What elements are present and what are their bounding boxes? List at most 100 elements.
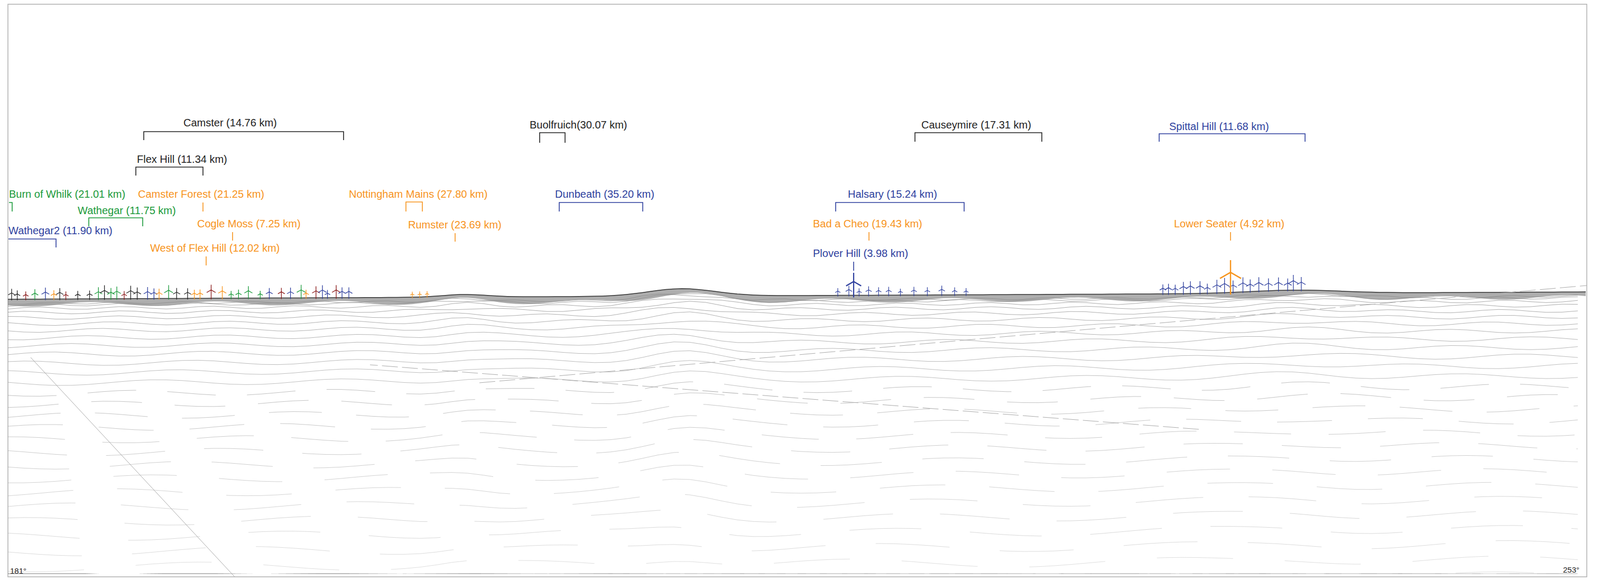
wire-line <box>7 540 1578 557</box>
turbine-blade <box>1297 281 1302 285</box>
turbine-blade <box>837 291 841 293</box>
turbine-blade <box>143 291 148 294</box>
bracket <box>539 132 566 143</box>
bracket <box>1159 133 1306 142</box>
turbine <box>913 290 914 297</box>
turbine-blade <box>331 289 337 293</box>
turbine <box>1168 287 1169 295</box>
turbine <box>16 293 18 301</box>
turbine-blade <box>194 292 198 295</box>
turbine-blade <box>155 292 160 295</box>
turbine <box>1258 282 1260 292</box>
turbine-blade <box>123 290 125 294</box>
turbine <box>1189 285 1191 295</box>
wind-farm-label: Buolfruich(30.07 km) <box>529 118 628 132</box>
turbine-blade <box>59 288 60 293</box>
turbine-blade <box>116 291 122 294</box>
turbine-blade <box>1168 287 1172 290</box>
turbine-blade <box>23 294 26 297</box>
turbine <box>341 291 342 299</box>
turbine-blade <box>45 291 50 294</box>
wind-farm-label: Spittal Hill (11.68 km) <box>1169 119 1270 133</box>
turbine <box>53 293 54 301</box>
turbine <box>1216 284 1218 294</box>
turbine-blade <box>1283 282 1288 285</box>
turbine-blade <box>1242 277 1244 283</box>
turbine-blade <box>193 289 195 294</box>
leader <box>205 256 207 266</box>
turbine-blade <box>853 281 862 286</box>
turbine-blade <box>218 290 223 293</box>
turbine <box>1278 282 1279 292</box>
wind-farm-label: Burn of Whilk (21.01 km) <box>8 187 126 201</box>
turbine-blade <box>848 285 849 290</box>
turbine-blade <box>228 293 231 296</box>
turbine-blade <box>104 284 105 291</box>
turbine-blade <box>176 291 181 294</box>
wire-line <box>7 301 1578 314</box>
turbine <box>153 292 155 300</box>
wind-farm-label: Nottingham Mains (27.80 km) <box>348 187 488 201</box>
turbine-blade <box>124 293 127 296</box>
turbine-blade <box>158 288 160 293</box>
turbine <box>1199 285 1201 295</box>
wind-farm-label: Flex Hill (11.34 km) <box>136 152 228 166</box>
turbine-blade <box>281 291 285 294</box>
turbine <box>147 291 149 300</box>
turbine-blade <box>417 293 420 295</box>
wire-line <box>7 573 1578 575</box>
turbine <box>1268 283 1269 292</box>
turbine-blade <box>1292 274 1294 281</box>
turbine-blade <box>31 292 35 295</box>
turbine-blade <box>312 290 317 293</box>
turbine-blade <box>238 289 239 293</box>
turbine <box>1206 287 1208 295</box>
turbine-blade <box>1230 272 1242 279</box>
turbine-blade <box>1237 282 1243 286</box>
turbine-blade <box>1293 280 1299 284</box>
turbine <box>238 292 239 300</box>
turbine-blade <box>951 290 955 292</box>
bracket <box>8 202 13 212</box>
turbine-blade <box>297 289 302 293</box>
turbine-symbols <box>7 260 1306 301</box>
turbine-blade <box>321 284 323 290</box>
wind-farm-label: Lower Seater (4.92 km) <box>1173 217 1285 230</box>
turbine-blade <box>187 292 191 295</box>
turbine-blade <box>1301 281 1306 285</box>
leader <box>232 232 234 241</box>
turbine-blade <box>335 284 337 290</box>
turbine-blade <box>34 292 39 295</box>
turbine-blade <box>856 291 860 293</box>
turbine-blade <box>130 285 132 291</box>
turbine-blade <box>318 290 323 293</box>
turbine <box>110 292 112 300</box>
turbine-blade <box>927 290 930 292</box>
turbine-blade <box>888 290 892 292</box>
turbine <box>260 293 261 300</box>
turbine-blade <box>325 292 328 295</box>
turbine <box>321 290 323 300</box>
turbine-blade <box>197 292 201 295</box>
turbine-blade <box>164 290 169 293</box>
turbine-blade <box>1250 279 1251 285</box>
wire-line <box>7 427 1578 443</box>
turbine-blade <box>41 291 46 294</box>
turbine-blade <box>257 293 261 296</box>
turbine-blade <box>1219 283 1225 286</box>
turbine-blade <box>34 289 35 293</box>
turbine-blade <box>924 290 928 292</box>
turbine <box>888 290 890 297</box>
wire-line <box>7 573 1578 575</box>
bracket <box>559 202 643 212</box>
wire-line <box>7 465 1578 483</box>
turbine-blade <box>341 287 342 292</box>
turbine <box>878 290 880 297</box>
wire-line <box>7 360 1578 376</box>
turbine-blade <box>206 289 211 293</box>
turbine-blade <box>1278 282 1283 285</box>
turbine-blade <box>86 293 90 296</box>
turbine <box>187 292 188 300</box>
turbine-blade <box>306 292 309 295</box>
turbine-blade <box>303 292 307 295</box>
